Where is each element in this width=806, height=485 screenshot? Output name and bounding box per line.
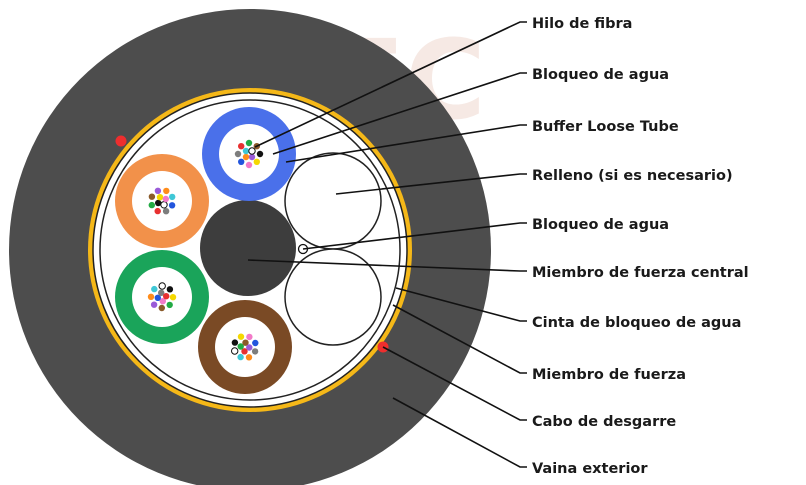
fiber [166,286,174,293]
tube-gel [219,124,279,184]
leader-fiber-thread [254,21,527,148]
fiber [158,282,166,290]
fiber [162,208,170,215]
leader-ripcord [382,346,527,421]
fiber [148,193,156,200]
fiber [166,301,173,309]
filler-top [284,152,382,250]
ripcord-top-left [115,135,127,147]
tube-gel [132,171,192,231]
leader-lines [247,21,527,468]
fiber [148,201,155,209]
label-buffer-loose-tube: Buffer Loose Tube [532,119,679,135]
fiber [154,207,161,215]
loose-tube-green [115,250,209,344]
fiber [237,333,245,340]
fiber [246,344,253,351]
fiber [242,153,250,161]
loose-tubes [115,107,296,394]
fiber [237,353,244,361]
fiber [231,339,239,346]
callout-labels: Hilo de fibra Bloqueo de agua Buffer Loo… [532,16,749,477]
fiber [248,147,256,155]
fiber [253,158,260,165]
loose-tube-orange [115,154,209,248]
fiber [168,202,176,209]
fiber [162,195,169,203]
fiber [237,343,244,350]
fiber [158,304,165,312]
label-fiber-thread: Hilo de fibra [532,16,632,32]
fiber [256,150,264,158]
fiber [245,161,253,169]
fiber [154,187,162,194]
label-filler: Relleno (si es necesario) [532,168,733,184]
fiber [238,158,245,165]
label-ripcord: Cabo de desgarre [532,414,676,430]
fiber [147,293,155,300]
leader-water-block-1 [272,72,527,155]
leader-strength-member [392,304,527,374]
tube-gel [132,267,192,327]
fiber [238,143,245,150]
leader-water-blocking-tape [395,287,527,322]
fiber [163,187,170,195]
fiber [252,339,259,347]
fiber [154,294,161,301]
filler-bottom [284,248,382,346]
fiber [248,153,256,161]
loose-tube-brown [198,300,292,394]
fiber [159,298,166,305]
central-strength-member [200,200,296,296]
fiber [246,333,253,341]
leader-buffer-loose-tube [285,124,527,163]
fiber [158,289,165,296]
fiber [242,339,249,346]
fiber [155,199,162,207]
tube-gel [215,317,275,377]
leader-central-strength-member [247,259,527,272]
fiber [169,193,176,201]
fiber [234,150,242,158]
label-strength-member: Miembro de fuerza [532,367,686,383]
label-water-block-2: Bloqueo de agua [532,217,669,233]
leader-outer-sheath [392,397,527,468]
label-water-block-1: Bloqueo de agua [532,67,669,83]
leader-filler [335,173,527,195]
label-outer-sheath: Vaina exterior [532,461,648,477]
fiber [150,301,158,308]
fiber [156,194,164,201]
fiber [151,285,158,293]
label-water-blocking-tape: Cinta de bloqueo de agua [532,315,741,331]
fiber [245,139,253,147]
fiber [242,147,250,155]
fiber [241,348,248,355]
fiber [245,354,253,361]
loose-tube-blue [202,107,296,201]
fiber [160,201,168,209]
leader-water-block-2 [302,222,527,250]
fiber [231,347,239,355]
fiber [169,294,177,301]
fiber [163,293,170,300]
label-central-strength-member: Miembro de fuerza central [532,265,749,281]
fiber [251,348,259,355]
